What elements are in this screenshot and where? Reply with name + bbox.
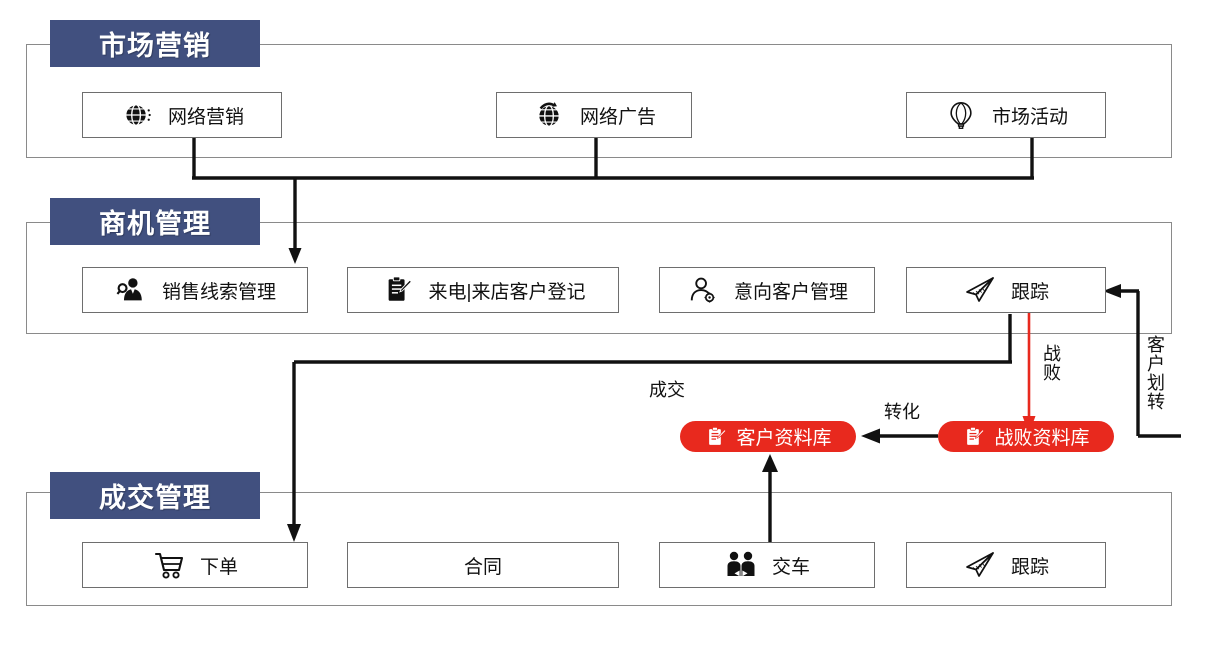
node-label: 网络广告 (579, 106, 656, 128)
node-shichanghuodong[interactable]: 市场活动 (906, 92, 1106, 138)
section-frame-marketing (26, 44, 1172, 158)
node-genzong-opportunity[interactable]: 跟踪 (906, 267, 1106, 313)
node-yixiangkehuguanli[interactable]: 意向客户管理 (659, 267, 875, 313)
section-badge-marketing: 市场营销 (50, 20, 260, 67)
paper-plane-icon (963, 548, 997, 582)
node-label: 网络营销 (167, 106, 244, 128)
node-label: 市场活动 (991, 106, 1068, 128)
paper-plane-icon (963, 273, 997, 307)
node-label: 来电|来店客户登记 (428, 281, 586, 303)
shopping-cart-icon (152, 548, 186, 582)
clipboard-pen-white-icon (704, 425, 728, 449)
node-genzong-deal[interactable]: 跟踪 (906, 542, 1106, 588)
connector-genzong-to-xiadan (285, 310, 1025, 560)
node-wangluoguanggao[interactable]: 网络广告 (496, 92, 692, 138)
edge-label-deal-done: 成交 (649, 380, 685, 400)
connector-jiaoche-to-customer-db (755, 452, 791, 552)
connector-lost-db-to-genzong (1095, 282, 1205, 452)
section-badge-deal: 成交管理 (50, 472, 260, 519)
clipboard-pen-icon (381, 273, 415, 307)
salesperson-icon (114, 273, 148, 307)
node-label: 跟踪 (1010, 281, 1049, 303)
pill-customer-db[interactable]: 客户资料库 (680, 421, 856, 452)
node-xiaoshouxiansuoguanli[interactable]: 销售线索管理 (82, 267, 308, 313)
node-label: 意向客户管理 (733, 281, 848, 303)
handover-people-icon (724, 548, 758, 582)
node-wangluoyingxiao[interactable]: 网络营销 (82, 92, 282, 138)
edge-label-convert: 转化 (884, 402, 920, 422)
globe-icon (120, 98, 154, 132)
clipboard-pen-white-icon (962, 425, 986, 449)
section-badge-opportunity: 商机管理 (50, 198, 260, 245)
section-frame-opportunity (26, 222, 1172, 334)
node-label: 销售线索管理 (161, 281, 276, 303)
pill-label: 客户资料库 (736, 428, 832, 449)
node-hetong[interactable]: 合同 (347, 542, 619, 588)
section-frame-deal (26, 492, 1172, 606)
person-gear-icon (686, 273, 720, 307)
node-xiadan[interactable]: 下单 (82, 542, 308, 588)
node-jiaoche[interactable]: 交车 (659, 542, 875, 588)
connector-marketing-to-opportunity (180, 130, 1060, 270)
hot-air-balloon-icon (944, 98, 978, 132)
node-label: 合同 (463, 556, 502, 578)
node-label: 交车 (771, 556, 810, 578)
node-label: 跟踪 (1010, 556, 1049, 578)
pill-label: 战败资料库 (994, 428, 1090, 449)
connector-lost-db-to-customer-db (856, 424, 942, 448)
globe-refresh-icon (532, 98, 566, 132)
node-laidianlaidiankehudengji[interactable]: 来电|来店客户登记 (347, 267, 619, 313)
pill-lost-db[interactable]: 战败资料库 (938, 421, 1114, 452)
edge-label-lost: 战败 (1041, 344, 1061, 382)
node-label: 下单 (199, 556, 238, 578)
edge-label-transfer: 客户划转 (1145, 335, 1165, 411)
